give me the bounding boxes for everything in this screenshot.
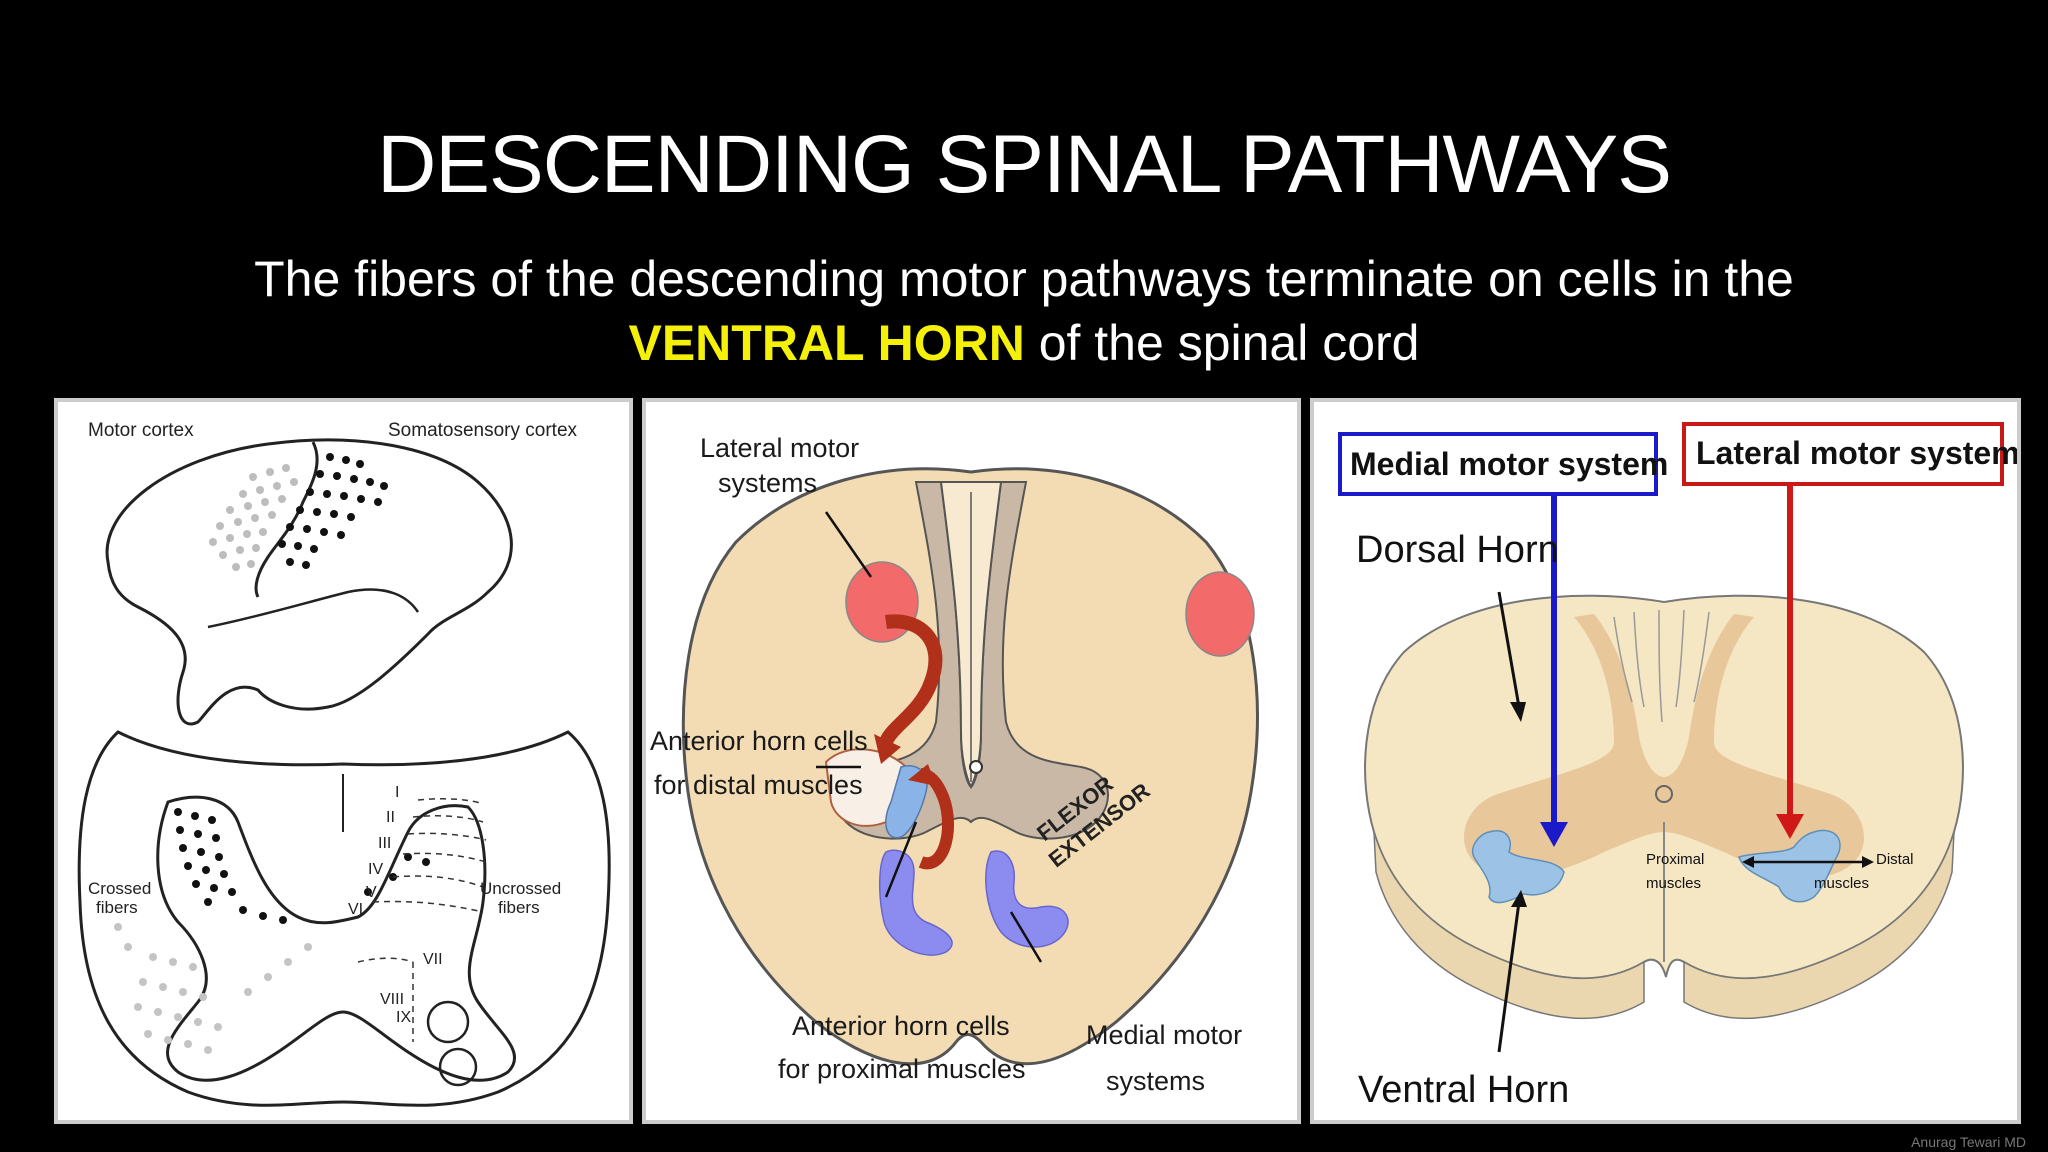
panel2-labels: Lateral motor systems Anterior horn cell…	[650, 433, 1242, 1096]
ventral-leader-head	[1511, 890, 1527, 907]
lateral-system-label: Lateral motor system	[1696, 435, 2017, 471]
right-medial-tract	[985, 850, 1069, 948]
motor-systems-diagram: FLEXOR EXTENSOR Lateral motor systems An…	[650, 433, 1259, 1096]
distal-label-1: Distal	[1876, 851, 1914, 868]
lamina-label: I	[395, 784, 399, 801]
cortex-laminae-diagram: Motor cortex Somatosensory cortex	[77, 420, 611, 1107]
cord-3d-side	[1373, 831, 1955, 1020]
brain-outline	[105, 438, 513, 726]
lamina-label: II	[386, 809, 395, 826]
somatosensory-cortex-label: Somatosensory cortex	[388, 420, 578, 441]
proximal-label-1: Proximal	[1646, 851, 1704, 868]
lateral-system-box	[1682, 422, 2004, 486]
lamina-label: V	[366, 884, 377, 901]
lamina-label: VII	[423, 951, 443, 968]
lamina-label: VI	[348, 901, 363, 918]
uncrossed-label-1: Uncrossed	[480, 879, 561, 898]
lateral-arrowhead	[874, 734, 901, 764]
central-canal	[969, 760, 983, 774]
uncrossed-label-2: fibers	[498, 898, 540, 917]
ventral-horn-highlight: VENTRAL HORN	[628, 315, 1025, 371]
motor-systems-cross-section-panel: FLEXOR EXTENSOR Lateral motor systems An…	[642, 398, 1301, 1124]
dorsal-grooves	[1613, 609, 1710, 723]
proximal-label-2: muscles	[1646, 875, 1701, 892]
grey-matter-outline	[156, 795, 516, 1082]
right-neuron	[1738, 829, 1841, 903]
medial-lateral-diagram: Medial motor system Lateral motor system…	[1338, 422, 2017, 1111]
motor-nucleus-lower	[438, 1047, 478, 1087]
subtitle-line-2-rest: of the spinal cord	[1024, 315, 1420, 371]
medial-label-1: Medial motor	[1086, 1020, 1242, 1050]
medial-system-label: Medial motor system	[1350, 446, 1668, 482]
author-credit: Anurag Tewari MD	[1911, 1134, 2026, 1150]
central-canal	[1655, 785, 1673, 803]
motor-nucleus-upper	[426, 1000, 470, 1044]
lamina-ix-label: IX	[396, 1009, 411, 1026]
distal-label-1: Anterior horn cells	[650, 726, 868, 756]
lateral-sulcus	[207, 588, 420, 629]
lateral-arrowhead	[1776, 814, 1804, 839]
lamina-label: III	[378, 835, 391, 852]
dorsal-horn-label: Dorsal Horn	[1356, 529, 1559, 571]
lateral-label-2: systems	[718, 468, 817, 498]
distal-arrowhead	[1862, 856, 1874, 868]
somatosensory-cortex-dots	[278, 453, 388, 569]
left-medial-tract	[878, 849, 953, 956]
lamina-label: VIII	[380, 991, 404, 1008]
medial-system-box	[1338, 432, 1658, 496]
lateral-leader	[824, 511, 873, 578]
cortex-and-laminae-panel: Motor cortex Somatosensory cortex	[54, 398, 633, 1124]
proximal-leader	[884, 821, 918, 898]
crossed-label-2: fibers	[96, 898, 138, 917]
dorsal-leader-head	[1510, 702, 1526, 722]
left-neuron	[1472, 830, 1565, 904]
proximal-label-1: Anterior horn cells	[792, 1011, 1010, 1041]
dorsal-horn-leader	[1497, 591, 1521, 708]
crossed-label-1: Crossed	[88, 879, 151, 898]
medial-arrowhead	[908, 764, 936, 786]
grey-matter-h	[1464, 614, 1864, 878]
slide-title: DESCENDING SPINAL PATHWAYS	[377, 119, 1672, 210]
proximal-arrowhead	[1742, 856, 1754, 868]
distal-label-2: muscles	[1814, 875, 1869, 892]
laminae-labels: I II III IV V VI VII VIII	[348, 784, 443, 1008]
medial-lateral-system-panel: Medial motor system Lateral motor system…	[1310, 398, 2021, 1124]
subtitle-line-2: VENTRAL HORN of the spinal cord	[0, 314, 2048, 372]
motor-cortex-label: Motor cortex	[88, 420, 194, 441]
ventral-fiber-dots-grey	[114, 923, 312, 1054]
proximal-label-2: for proximal muscles	[778, 1054, 1026, 1084]
laminae-lines	[357, 798, 487, 1042]
crossed-fiber-dots-dark	[174, 808, 430, 924]
central-sulcus	[254, 441, 319, 598]
lateral-label-1: Lateral motor	[700, 433, 859, 463]
right-lateral-tract	[1185, 571, 1255, 657]
distal-label-2: for distal muscles	[654, 770, 863, 800]
lamina-label: IV	[368, 861, 383, 878]
medial-arrowhead	[1540, 822, 1568, 847]
motor-cortex-dots	[209, 464, 298, 571]
subtitle-line-1: The fibers of the descending motor pathw…	[254, 251, 1794, 307]
cord-section-outline	[77, 730, 611, 1107]
medial-leader	[1009, 911, 1043, 963]
lateral-to-distal-arrow	[879, 614, 943, 746]
medial-label-2: systems	[1106, 1066, 1205, 1096]
ventral-horn-label: Ventral Horn	[1358, 1069, 1569, 1111]
ventral-horn-leader	[1497, 901, 1521, 1053]
